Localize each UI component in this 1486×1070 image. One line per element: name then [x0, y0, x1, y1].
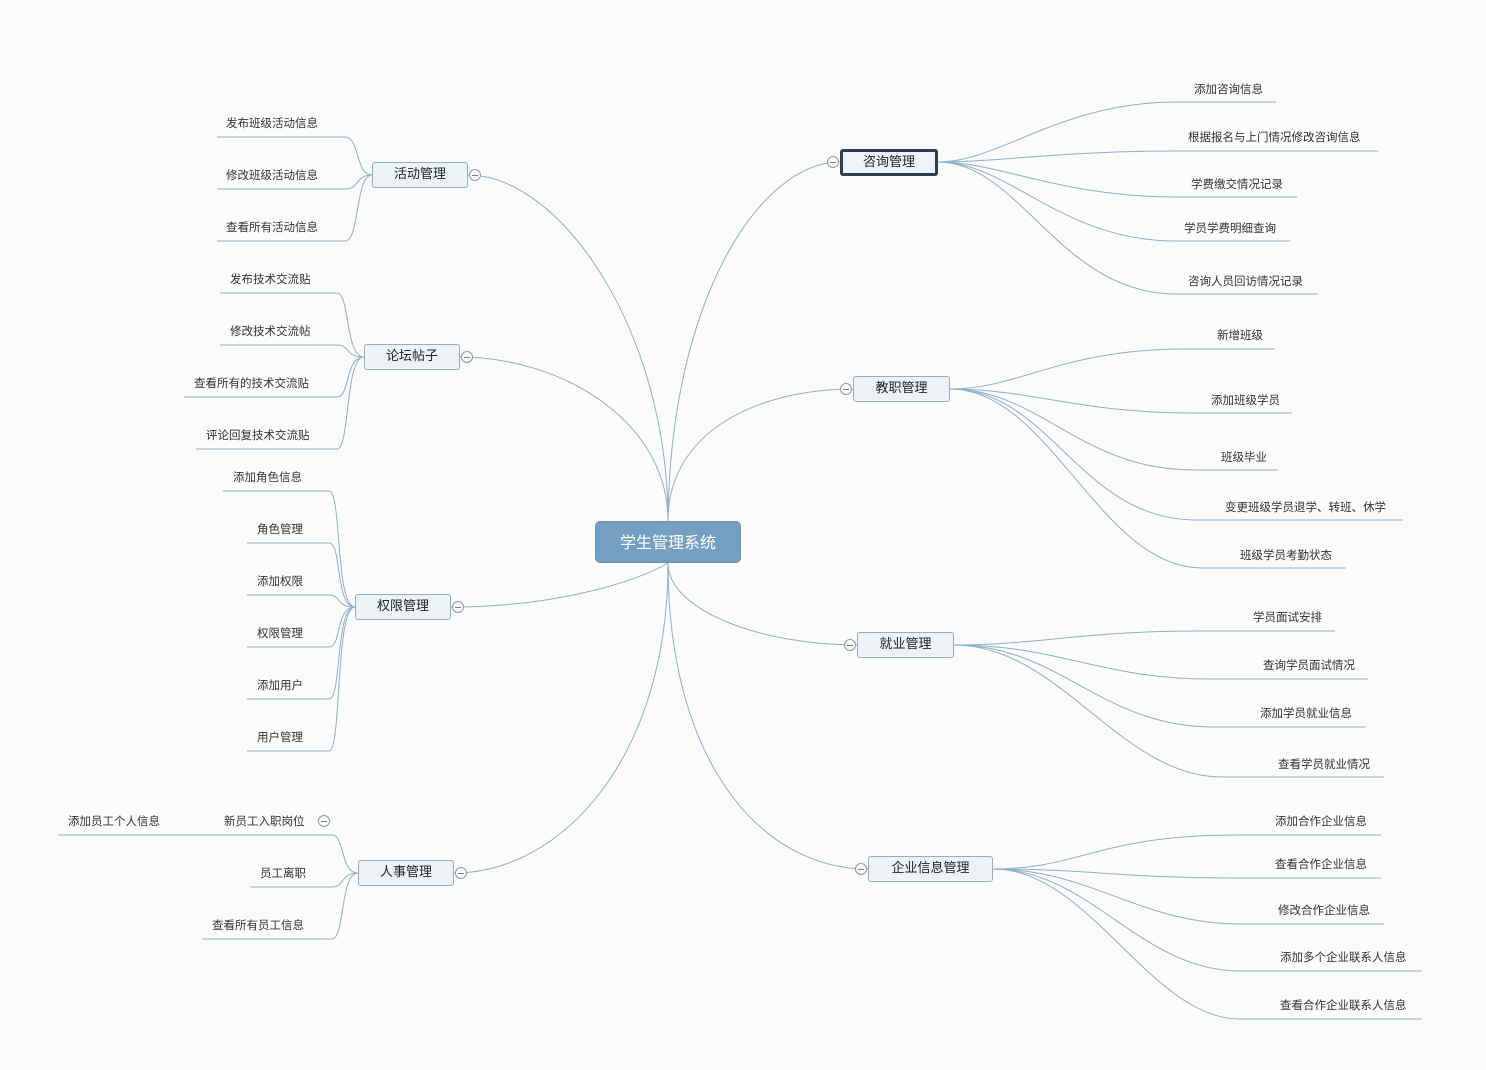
- leaf-teaching-3[interactable]: 班级毕业: [1221, 450, 1267, 464]
- collapse-forum-icon[interactable]: [461, 351, 473, 363]
- leaf-teaching-4[interactable]: 变更班级学员退学、转班、休学: [1225, 500, 1386, 514]
- branch-permission[interactable]: 权限管理: [355, 594, 451, 620]
- branch-teaching[interactable]: 教职管理: [853, 376, 950, 402]
- leaf-consult-3[interactable]: 学费缴交情况记录: [1191, 177, 1283, 191]
- leaf-enterprise-3[interactable]: 修改合作企业信息: [1278, 903, 1370, 917]
- leaf-hr-1[interactable]: 新员工入职岗位: [224, 814, 305, 828]
- collapse-permission-icon[interactable]: [452, 601, 464, 613]
- leaf-activity-1[interactable]: 发布班级活动信息: [226, 116, 318, 130]
- leaf-employment-2[interactable]: 查询学员面试情况: [1263, 658, 1355, 672]
- collapse-enterprise-icon[interactable]: [855, 863, 867, 875]
- collapse-consult-icon[interactable]: [827, 156, 839, 168]
- branch-consult[interactable]: 咨询管理: [840, 149, 938, 176]
- leaf-forum-4[interactable]: 评论回复技术交流贴: [206, 428, 310, 442]
- leaf-forum-1[interactable]: 发布技术交流贴: [230, 272, 311, 286]
- branch-employment[interactable]: 就业管理: [857, 632, 954, 658]
- leaf-teaching-5[interactable]: 班级学员考勤状态: [1240, 548, 1332, 562]
- collapse-hr-icon[interactable]: [455, 867, 467, 879]
- collapse-teaching-icon[interactable]: [840, 383, 852, 395]
- leaf-consult-5[interactable]: 咨询人员回访情况记录: [1188, 274, 1303, 288]
- leaf-permission-2[interactable]: 角色管理: [257, 522, 303, 536]
- collapse-employment-icon[interactable]: [844, 639, 856, 651]
- leaf-consult-1[interactable]: 添加咨询信息: [1194, 82, 1263, 96]
- leaf-enterprise-5[interactable]: 查看合作企业联系人信息: [1280, 998, 1407, 1012]
- leaf-teaching-1[interactable]: 新增班级: [1217, 328, 1263, 342]
- leaf-permission-6[interactable]: 用户管理: [257, 730, 303, 744]
- branch-enterprise[interactable]: 企业信息管理: [868, 856, 993, 882]
- leaf-hr-2[interactable]: 员工离职: [260, 866, 306, 880]
- leaf-teaching-2[interactable]: 添加班级学员: [1211, 393, 1280, 407]
- central-topic[interactable]: 学生管理系统: [595, 521, 741, 563]
- branch-forum[interactable]: 论坛帖子: [364, 344, 460, 370]
- leaf-enterprise-1[interactable]: 添加合作企业信息: [1275, 814, 1367, 828]
- leaf-consult-2[interactable]: 根据报名与上门情况修改咨询信息: [1188, 130, 1361, 144]
- leaf-hr-grandchild-1[interactable]: 添加员工个人信息: [68, 814, 160, 828]
- leaf-employment-4[interactable]: 查看学员就业情况: [1278, 757, 1370, 771]
- leaf-employment-3[interactable]: 添加学员就业信息: [1260, 706, 1352, 720]
- leaf-permission-5[interactable]: 添加用户: [257, 678, 303, 692]
- leaf-enterprise-2[interactable]: 查看合作企业信息: [1275, 857, 1367, 871]
- leaf-consult-4[interactable]: 学员学费明细查询: [1184, 221, 1276, 235]
- collapse-hr-sub-icon[interactable]: [318, 815, 330, 827]
- leaf-permission-4[interactable]: 权限管理: [257, 626, 303, 640]
- leaf-activity-3[interactable]: 查看所有活动信息: [226, 220, 318, 234]
- leaf-activity-2[interactable]: 修改班级活动信息: [226, 168, 318, 182]
- leaf-enterprise-4[interactable]: 添加多个企业联系人信息: [1280, 950, 1407, 964]
- leaf-forum-2[interactable]: 修改技术交流帖: [230, 324, 311, 338]
- branch-activity[interactable]: 活动管理: [372, 162, 468, 188]
- leaf-permission-3[interactable]: 添加权限: [257, 574, 303, 588]
- leaf-employment-1[interactable]: 学员面试安排: [1253, 610, 1322, 624]
- leaf-permission-1[interactable]: 添加角色信息: [233, 470, 302, 484]
- leaf-hr-3[interactable]: 查看所有员工信息: [212, 918, 304, 932]
- leaf-forum-3[interactable]: 查看所有的技术交流贴: [194, 376, 309, 390]
- branch-hr[interactable]: 人事管理: [358, 860, 454, 886]
- collapse-activity-icon[interactable]: [469, 169, 481, 181]
